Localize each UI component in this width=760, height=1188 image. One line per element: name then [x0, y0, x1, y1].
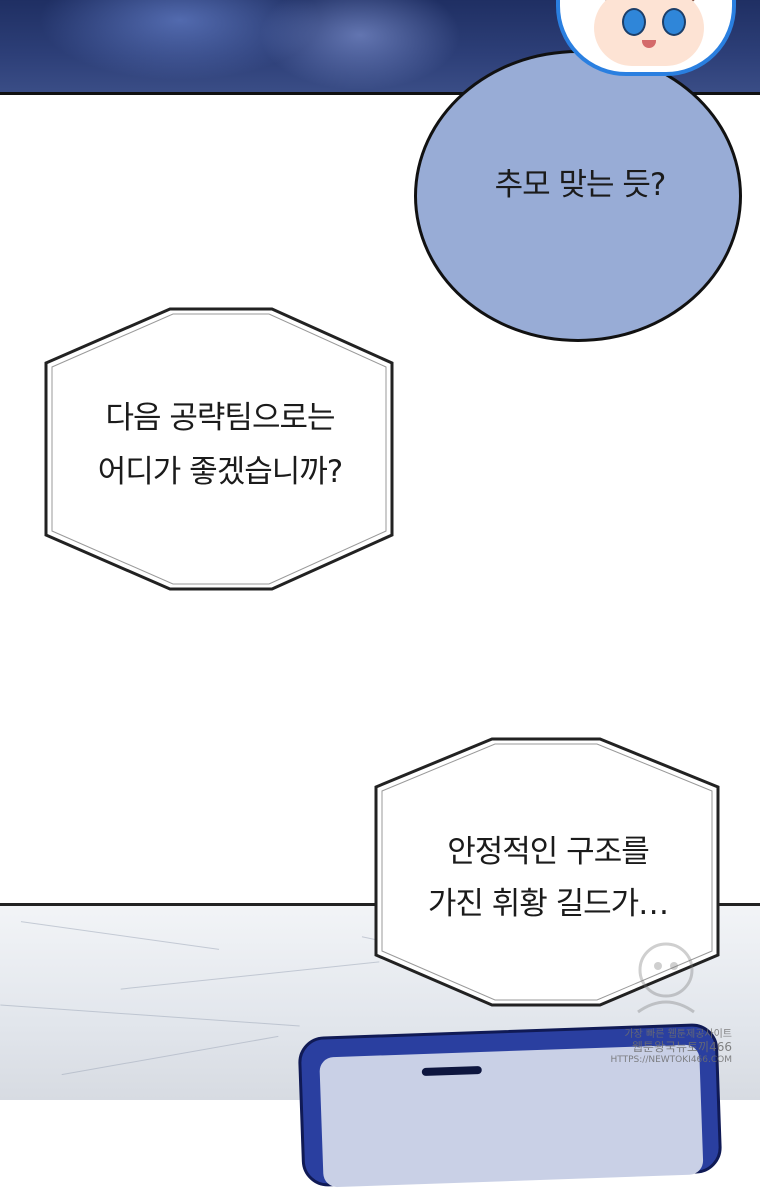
avatar-eye: [622, 8, 646, 36]
avatar-mouth: [642, 40, 656, 48]
frost-texture: [120, 961, 380, 990]
avatar-eye: [662, 8, 686, 36]
site-watermark: 가장 빠른 웹툰제공사이트 웹툰왕국뉴토끼466 HTTPS://NEWTOKI…: [582, 1028, 732, 1067]
top-panel-border: [0, 92, 760, 95]
watermark-line-1: 가장 빠른 웹툰제공사이트: [624, 1029, 732, 1040]
hex1-line1: 다음 공략팀으로는: [105, 400, 335, 436]
sky-glow: [260, 0, 460, 90]
circle-bubble-text: 추모 맞는 듯?: [494, 167, 667, 203]
watermark-emblem: [637, 942, 695, 1014]
hexagon-speech-bubble-2: [374, 737, 720, 1007]
hex2-line1: 안정적인 구조를: [447, 834, 650, 870]
watermark-line-2: 웹툰왕국뉴토끼466: [631, 1040, 732, 1054]
watermark-line-3: HTTPS://NEWTOKI466.COM: [610, 1055, 732, 1065]
frost-texture: [0, 1004, 300, 1027]
frost-texture: [61, 1035, 279, 1076]
hex1-line2: 어디가 좋겠습니까?: [97, 454, 343, 490]
hexagon-speech-bubble-1: [44, 307, 394, 591]
hex2-line2: 가진 휘황 길드가…: [427, 886, 669, 922]
frost-texture: [20, 921, 220, 950]
avatar-face: [594, 0, 704, 66]
